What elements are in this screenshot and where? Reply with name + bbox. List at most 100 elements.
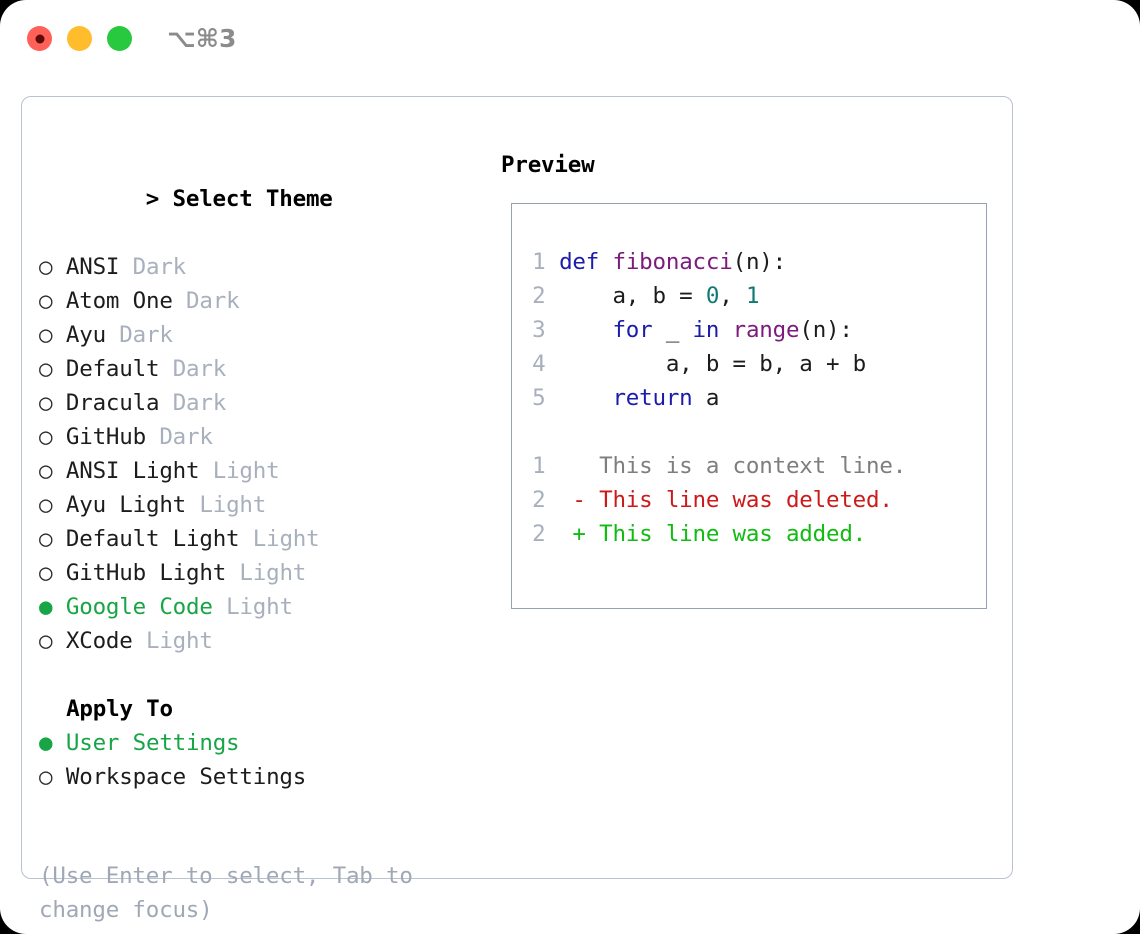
theme-variant-badge: Light bbox=[145, 628, 213, 654]
theme-option-default-light[interactable]: ○ Default Light Light bbox=[39, 522, 479, 556]
radio-selected-icon[interactable]: ● bbox=[39, 594, 53, 620]
title-bar: ⌥⌘3 bbox=[0, 0, 1140, 78]
line-number: 2 bbox=[532, 283, 546, 309]
code-token-plain bbox=[559, 317, 612, 343]
theme-option-github-light[interactable]: ○ GitHub Light Light bbox=[39, 556, 479, 590]
code-token-kw: return bbox=[612, 385, 693, 411]
radio-unselected-icon[interactable]: ○ bbox=[39, 492, 53, 518]
minimize-window-button[interactable] bbox=[67, 26, 92, 51]
radio-unselected-icon[interactable]: ○ bbox=[39, 390, 53, 416]
radio-unselected-icon[interactable]: ○ bbox=[39, 628, 53, 654]
preview-title: Preview bbox=[501, 152, 595, 178]
close-window-button[interactable] bbox=[27, 26, 52, 51]
code-token-kw: in bbox=[692, 317, 720, 343]
theme-option-xcode[interactable]: ○ XCode Light bbox=[39, 624, 479, 658]
line-number: 4 bbox=[532, 351, 546, 377]
diff-line-add: 2 + This line was added. bbox=[532, 517, 906, 551]
code-line: 2 a, b = 0, 1 bbox=[532, 279, 906, 313]
apply-to-option-user-settings[interactable]: ● User Settings bbox=[39, 726, 479, 760]
theme-variant-badge: Dark bbox=[119, 322, 173, 348]
code-line: 3 for _ in range(n): bbox=[532, 313, 906, 347]
theme-option-label: ANSI Light bbox=[65, 458, 200, 484]
code-token-punct: (n): bbox=[732, 249, 787, 275]
line-number: 1 bbox=[532, 453, 546, 479]
code-token-kw: for bbox=[612, 317, 653, 343]
theme-option-default[interactable]: ○ Default Dark bbox=[39, 352, 479, 386]
code-token-plain: a bbox=[692, 385, 720, 411]
code-line: 4 a, b = b, a + b bbox=[532, 347, 906, 381]
theme-variant-badge: Dark bbox=[172, 390, 227, 416]
theme-option-label: GitHub bbox=[65, 424, 146, 450]
keyboard-hint-text: (Use Enter to select, Tab to change focu… bbox=[39, 863, 427, 923]
theme-option-label: Ayu bbox=[65, 322, 106, 348]
radio-unselected-icon[interactable]: ○ bbox=[39, 322, 53, 348]
apply-to-option-label: User Settings bbox=[65, 730, 240, 756]
theme-variant-badge: Dark bbox=[132, 254, 187, 280]
theme-variant-badge: Dark bbox=[172, 356, 227, 382]
theme-option-google-code[interactable]: ● Google Code Light bbox=[39, 590, 479, 624]
theme-option-label: Atom One bbox=[65, 288, 173, 314]
theme-option-label: GitHub Light bbox=[65, 560, 227, 586]
preview-column: Preview bbox=[501, 148, 1001, 182]
radio-unselected-icon[interactable]: ○ bbox=[39, 356, 53, 382]
code-token-plain bbox=[559, 385, 612, 411]
radio-unselected-icon[interactable]: ○ bbox=[39, 764, 53, 790]
theme-option-ansi-light[interactable]: ○ ANSI Light Light bbox=[39, 454, 479, 488]
maximize-window-button[interactable] bbox=[107, 26, 132, 51]
theme-option-label: Default Light bbox=[65, 526, 240, 552]
theme-options-list: ○ ANSI Dark○ Atom One Dark○ Ayu Dark○ De… bbox=[39, 250, 479, 658]
apply-to-option-label: Workspace Settings bbox=[65, 764, 307, 790]
code-token-kw: def bbox=[559, 249, 600, 275]
theme-picker-panel: > Select Theme ○ ANSI Dark○ Atom One Dar… bbox=[21, 96, 1013, 923]
line-number: 1 bbox=[532, 249, 546, 275]
theme-option-atom-one[interactable]: ○ Atom One Dark bbox=[39, 284, 479, 318]
line-number: 2 bbox=[532, 521, 546, 547]
radio-unselected-icon[interactable]: ○ bbox=[39, 288, 53, 314]
code-token-plain bbox=[599, 249, 612, 275]
theme-option-label: ANSI bbox=[65, 254, 120, 280]
prompt-caret-icon: > bbox=[145, 186, 160, 212]
theme-option-label: Ayu Light bbox=[65, 492, 187, 518]
keyboard-shortcut-label: ⌥⌘3 bbox=[167, 24, 237, 53]
code-token-plain: _ bbox=[652, 317, 693, 343]
diff-line-ctx: 1 This is a context line. bbox=[532, 449, 906, 483]
diff-line-del: 2 - This line was deleted. bbox=[532, 483, 906, 517]
theme-option-label: Google Code bbox=[65, 594, 213, 620]
theme-option-ayu[interactable]: ○ Ayu Dark bbox=[39, 318, 479, 352]
theme-variant-badge: Dark bbox=[186, 288, 240, 314]
theme-variant-badge: Light bbox=[252, 526, 320, 552]
theme-option-ayu-light[interactable]: ○ Ayu Light Light bbox=[39, 488, 479, 522]
traffic-light-group bbox=[27, 26, 132, 51]
select-theme-title: Select Theme bbox=[172, 186, 333, 212]
theme-variant-badge: Light bbox=[226, 594, 293, 620]
code-token-plain: , bbox=[719, 283, 746, 309]
apply-to-options-list: ● User Settings○ Workspace Settings bbox=[39, 726, 479, 794]
diff-line-text: - This line was deleted. bbox=[559, 487, 893, 513]
radio-unselected-icon[interactable]: ○ bbox=[39, 560, 53, 586]
radio-unselected-icon[interactable]: ○ bbox=[39, 254, 53, 280]
code-token-num: 1 bbox=[745, 283, 760, 309]
theme-option-ansi[interactable]: ○ ANSI Dark bbox=[39, 250, 479, 284]
theme-option-dracula[interactable]: ○ Dracula Dark bbox=[39, 386, 479, 420]
diff-line-text: This is a context line. bbox=[559, 453, 907, 479]
radio-unselected-icon[interactable]: ○ bbox=[39, 424, 53, 450]
line-number: 2 bbox=[532, 487, 546, 513]
radio-unselected-icon[interactable]: ○ bbox=[39, 526, 53, 552]
apply-to-option-workspace-settings[interactable]: ○ Workspace Settings bbox=[39, 760, 479, 794]
code-token-num: 0 bbox=[705, 283, 720, 309]
theme-variant-badge: Light bbox=[212, 458, 280, 484]
theme-option-label: XCode bbox=[65, 628, 133, 654]
code-diff-separator bbox=[532, 415, 906, 449]
radio-selected-icon[interactable]: ● bbox=[39, 730, 53, 756]
theme-option-github[interactable]: ○ GitHub Dark bbox=[39, 420, 479, 454]
diff-line-text: + This line was added. bbox=[559, 521, 867, 547]
apply-to-header: Apply To bbox=[66, 696, 173, 722]
theme-option-label: Default bbox=[65, 356, 160, 382]
line-number: 5 bbox=[532, 385, 546, 411]
radio-unselected-icon[interactable]: ○ bbox=[39, 458, 53, 484]
theme-variant-badge: Light bbox=[239, 560, 307, 586]
select-theme-header: > Select Theme bbox=[39, 148, 479, 250]
